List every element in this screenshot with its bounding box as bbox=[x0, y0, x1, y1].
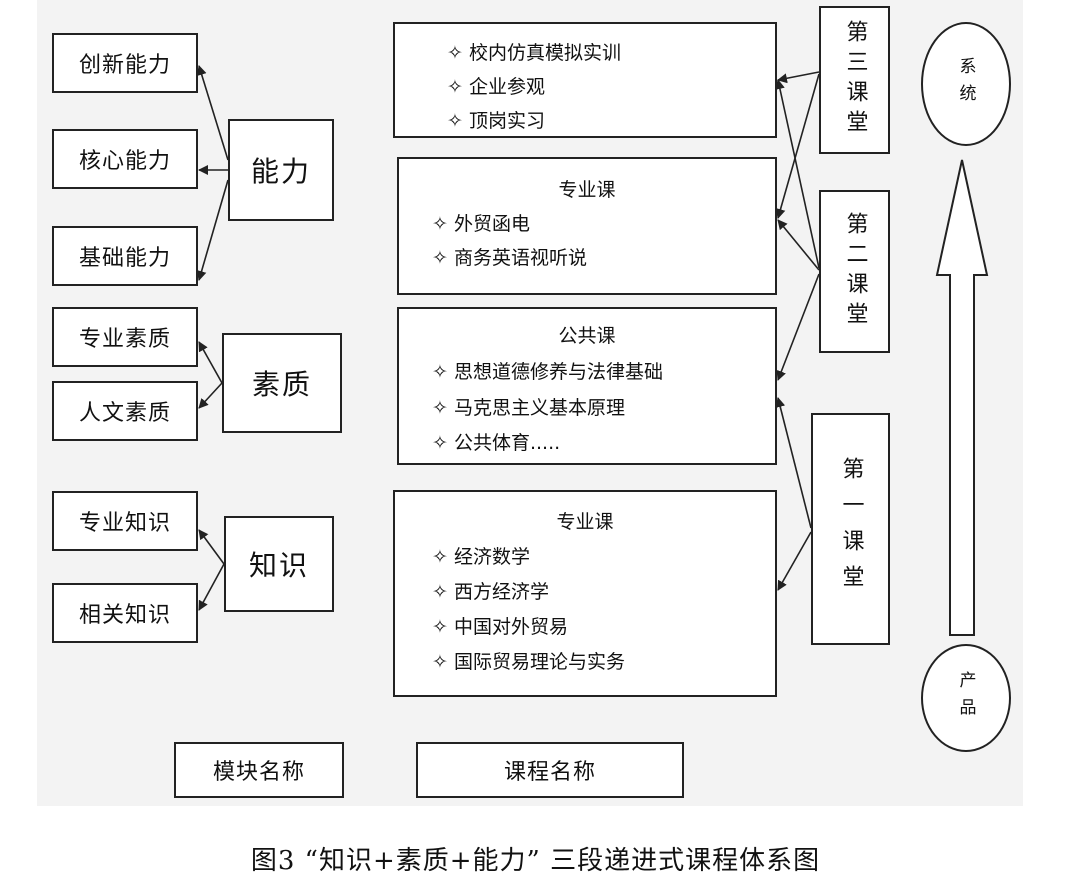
course-title: 专业课 bbox=[556, 511, 614, 533]
quality-professional-box: 专业素质 bbox=[52, 307, 198, 367]
classroom-first-label: 第一课堂 bbox=[838, 457, 864, 601]
course-line: ✧ 西方经济学 bbox=[432, 581, 549, 603]
legend-course-name-label: 课程名称 bbox=[503, 760, 596, 785]
arrow-first-public bbox=[775, 397, 812, 529]
oval-system: 系统 bbox=[921, 22, 1011, 146]
module-quality-label: 素质 bbox=[251, 368, 312, 401]
classroom-second-label: 第二课堂 bbox=[842, 211, 868, 332]
course-professional-upper-box: 专业课 ✧ 外贸函电 ✧ 商务英语视听说 bbox=[397, 157, 777, 295]
legend-course-name-box: 课程名称 bbox=[416, 742, 684, 798]
course-line: ✧ 校内仿真模拟实训 bbox=[447, 42, 621, 64]
legend-module-name-box: 模块名称 bbox=[174, 742, 344, 798]
classroom-third-box: 第三课堂 bbox=[819, 6, 890, 154]
course-line: ✧ 外贸函电 bbox=[432, 213, 530, 235]
module-knowledge-label: 知识 bbox=[248, 549, 309, 582]
classroom-first-box: 第一课堂 bbox=[811, 413, 890, 645]
arrow-third-practice bbox=[777, 71, 820, 84]
arrow-ability-innovation bbox=[196, 65, 229, 161]
module-ability-box: 能力 bbox=[228, 119, 334, 221]
oval-system-label: 系统 bbox=[955, 57, 976, 111]
oval-product: 产品 bbox=[921, 644, 1011, 752]
knowledge-professional-label: 专业知识 bbox=[78, 511, 171, 536]
legend-module-name-label: 模块名称 bbox=[212, 760, 305, 785]
course-line: ✧ 商务英语视听说 bbox=[432, 247, 587, 269]
course-line: ✧ 顶岗实习 bbox=[447, 110, 545, 132]
knowledge-professional-box: 专业知识 bbox=[52, 491, 198, 551]
course-line: ✧ 公共体育..... bbox=[432, 432, 561, 454]
classroom-third-label: 第三课堂 bbox=[842, 20, 868, 140]
course-line: ✧ 马克思主义基本原理 bbox=[432, 397, 625, 419]
course-professional-lower-box: 专业课 ✧ 经济数学 ✧ 西方经济学 ✧ 中国对外贸易 ✧ 国际贸易理论与实务 bbox=[393, 490, 777, 697]
course-title: 公共课 bbox=[558, 325, 616, 347]
arrow-ability-basic bbox=[196, 179, 229, 281]
course-line: ✧ 思想道德修养与法律基础 bbox=[432, 361, 663, 383]
course-line: ✧ 经济数学 bbox=[432, 546, 530, 568]
ability-basic-box: 基础能力 bbox=[52, 226, 198, 286]
quality-humanities-box: 人文素质 bbox=[52, 381, 198, 441]
course-public-box: 公共课 ✧ 思想道德修养与法律基础 ✧ 马克思主义基本原理 ✧ 公共体育....… bbox=[397, 307, 777, 465]
knowledge-related-label: 相关知识 bbox=[78, 603, 171, 628]
progression-arrow bbox=[935, 159, 989, 636]
course-line: ✧ 国际贸易理论与实务 bbox=[432, 651, 625, 673]
ability-basic-label: 基础能力 bbox=[78, 246, 171, 271]
ability-innovation-label: 创新能力 bbox=[78, 53, 171, 78]
arrow-quality-professional bbox=[198, 341, 223, 384]
arrow-knowledge-professional bbox=[198, 529, 225, 565]
arrow-third-professional-upper bbox=[775, 73, 820, 219]
module-knowledge-box: 知识 bbox=[224, 516, 334, 612]
module-ability-label: 能力 bbox=[250, 155, 311, 188]
ability-core-label: 核心能力 bbox=[78, 149, 171, 174]
classroom-second-box: 第二课堂 bbox=[819, 190, 890, 353]
oval-product-label: 产品 bbox=[955, 671, 976, 725]
ability-core-box: 核心能力 bbox=[52, 129, 198, 189]
knowledge-related-box: 相关知识 bbox=[52, 583, 198, 643]
quality-professional-label: 专业素质 bbox=[78, 327, 171, 352]
figure-caption: 图3 “知识+素质+能力” 三段递进式课程体系图 bbox=[250, 846, 821, 876]
arrow-second-professional-upper bbox=[777, 219, 820, 271]
ability-innovation-box: 创新能力 bbox=[52, 33, 198, 93]
course-line: ✧ 企业参观 bbox=[447, 76, 545, 98]
quality-humanities-label: 人文素质 bbox=[78, 401, 171, 426]
arrow-second-practice bbox=[775, 79, 820, 269]
course-title: 专业课 bbox=[558, 179, 616, 201]
arrow-knowledge-related bbox=[198, 563, 225, 611]
module-quality-box: 素质 bbox=[222, 333, 342, 433]
arrow-second-public bbox=[776, 273, 820, 381]
arrow-first-professional-lower bbox=[777, 531, 812, 591]
course-practice-box: ✧ 校内仿真模拟实训 ✧ 企业参观 ✧ 顶岗实习 bbox=[393, 22, 777, 138]
arrow-quality-humanities bbox=[198, 382, 223, 409]
course-line: ✧ 中国对外贸易 bbox=[432, 616, 568, 638]
